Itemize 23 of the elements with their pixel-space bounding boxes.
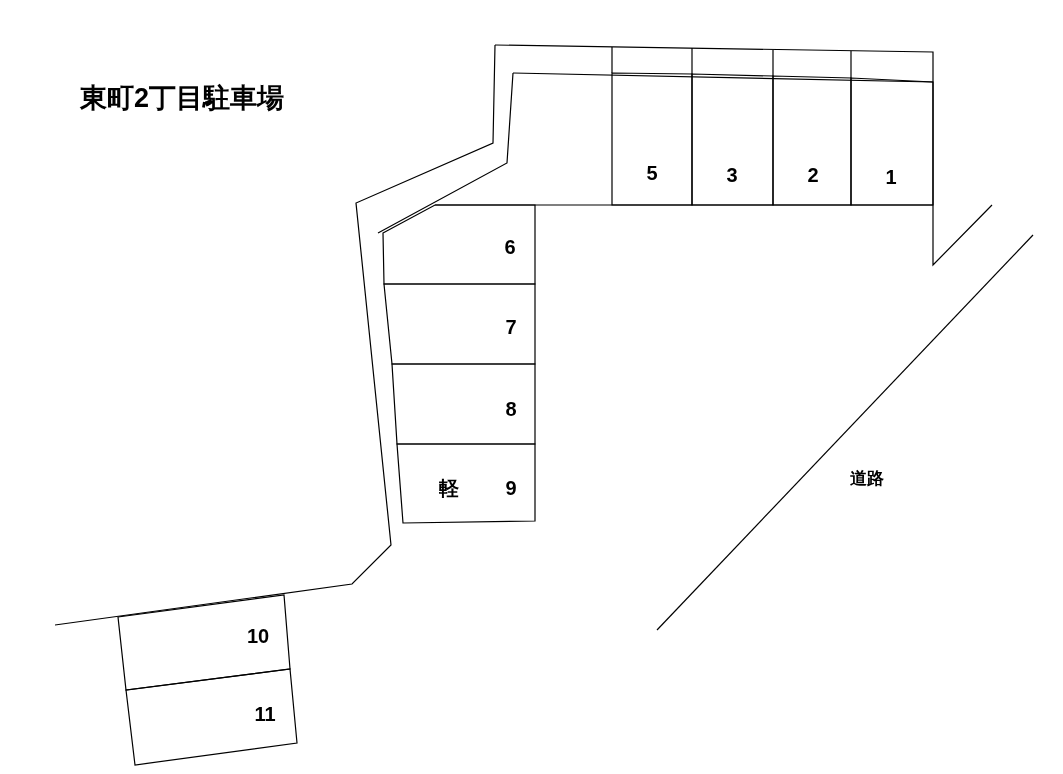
parking-space <box>118 595 290 690</box>
space-number: 2 <box>807 165 819 185</box>
parking-space <box>692 74 773 205</box>
space-number: 5 <box>646 163 658 183</box>
parking-space <box>383 205 535 284</box>
space-number: 6 <box>504 237 516 257</box>
space-number: 7 <box>505 317 517 337</box>
space-number: 9 <box>505 478 517 498</box>
parking-space <box>126 669 297 765</box>
vehicle-type-label: 軽 <box>439 478 459 498</box>
space-number: 10 <box>246 626 270 646</box>
space-number: 1 <box>885 167 897 187</box>
space-number: 3 <box>726 165 738 185</box>
parking-space <box>773 76 851 205</box>
parking-space <box>612 73 692 205</box>
parking-space <box>392 364 535 444</box>
title: 東町2丁目駐車場 <box>80 84 285 114</box>
space-number: 11 <box>254 704 276 724</box>
parking-space <box>397 444 535 523</box>
parking-space <box>851 78 933 205</box>
space-number: 8 <box>505 399 517 419</box>
parking-space <box>384 284 535 364</box>
road-label: 道路 <box>850 469 884 487</box>
